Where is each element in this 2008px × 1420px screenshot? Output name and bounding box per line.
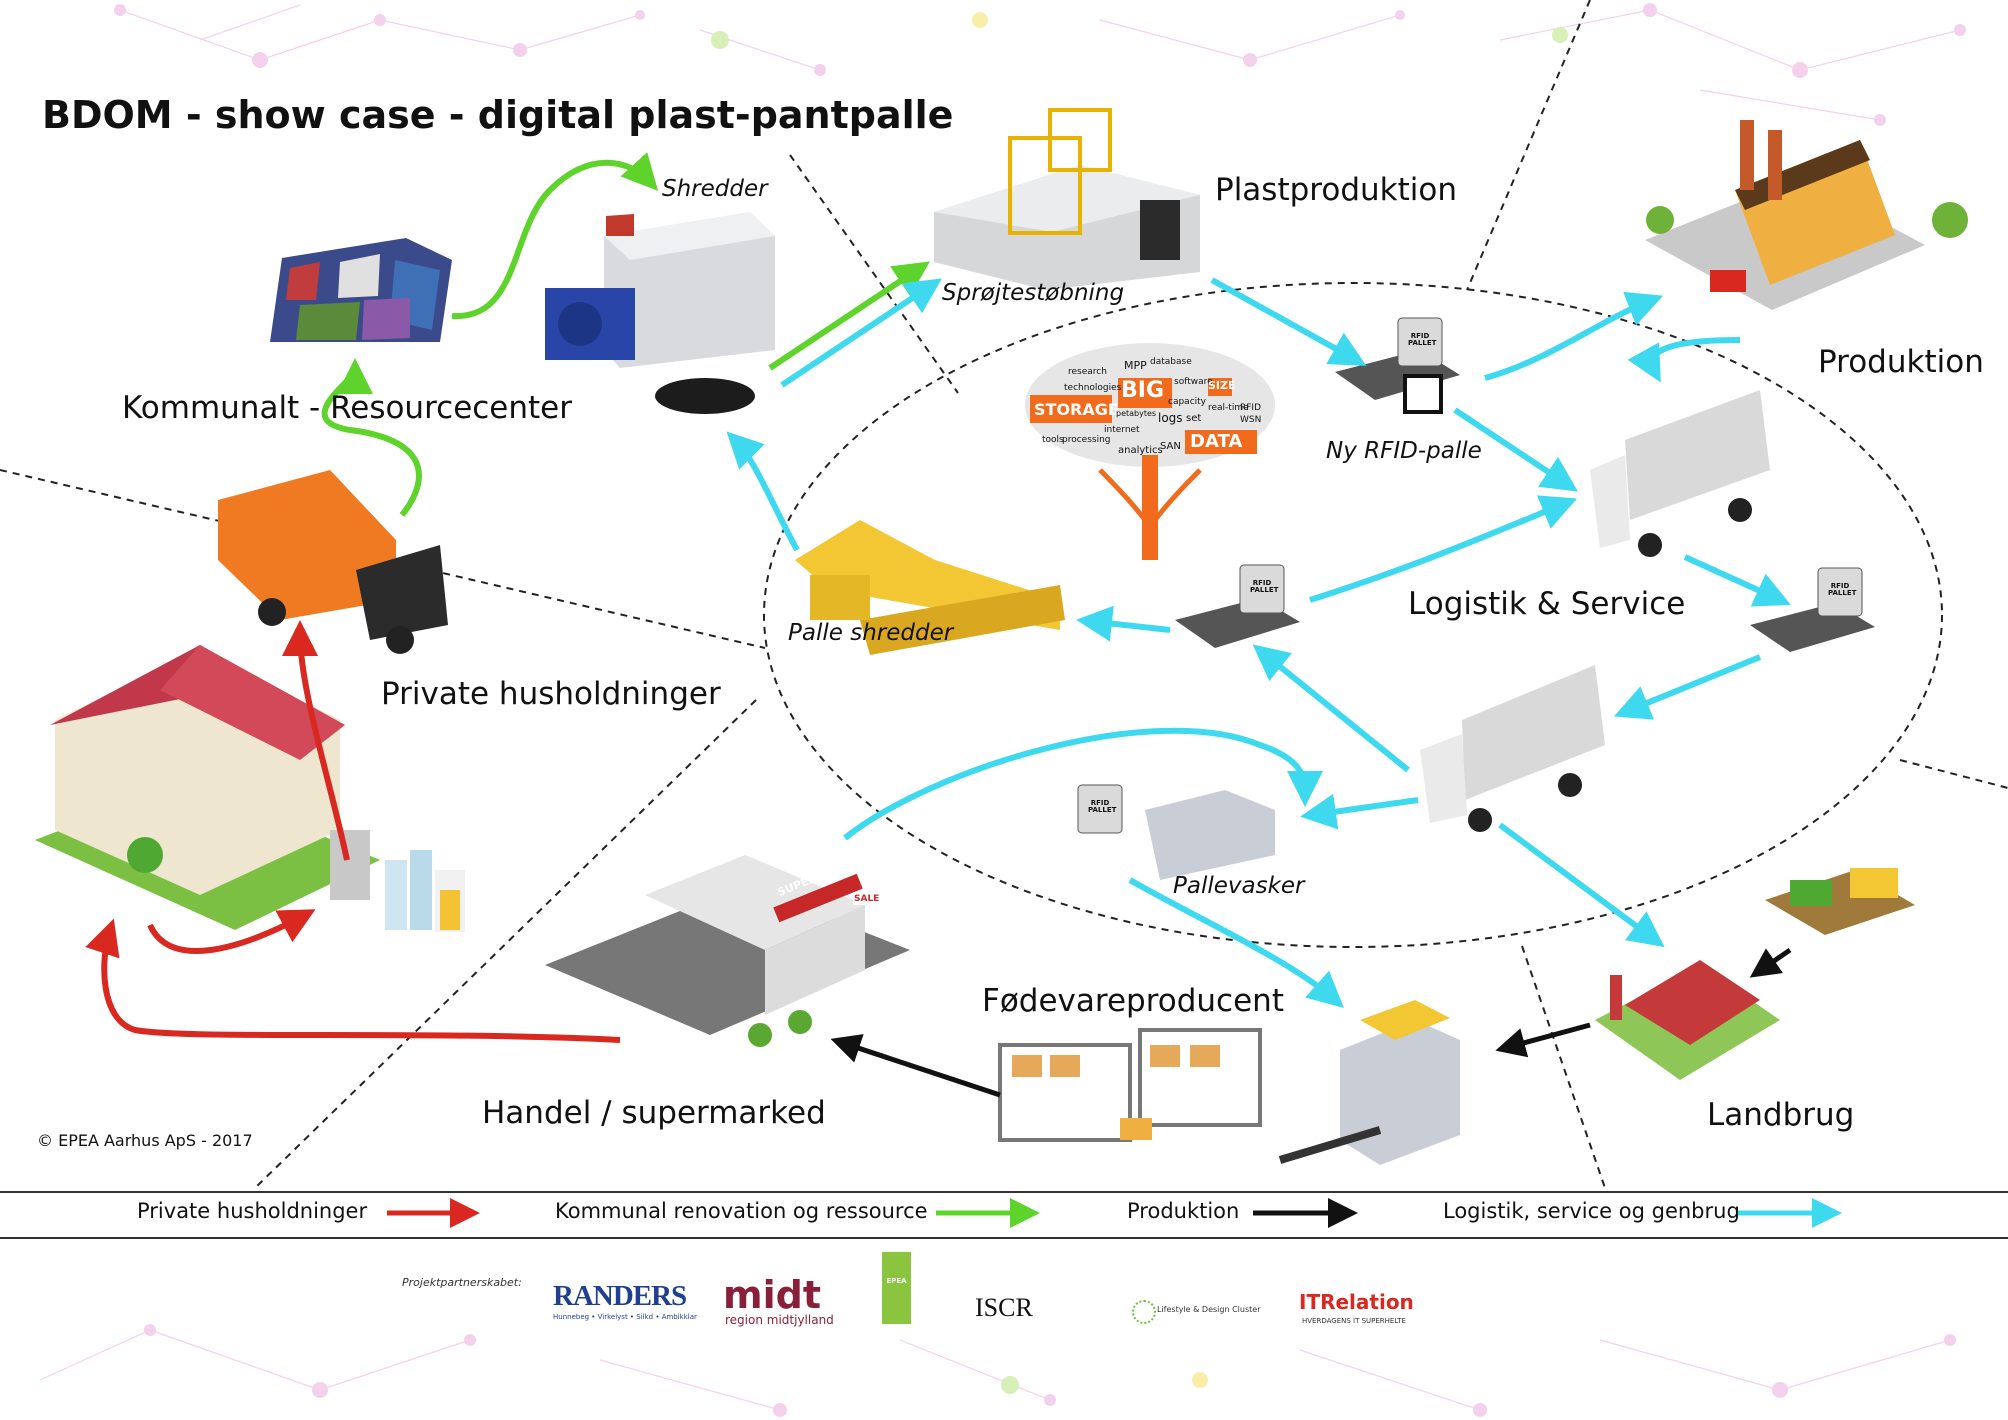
bigdata-word-storage: STORAGE bbox=[1034, 400, 1119, 419]
big-data-tree-icon bbox=[1025, 343, 1275, 560]
house-icon bbox=[35, 645, 380, 930]
rfid-pallet-icon-right bbox=[1750, 567, 1875, 652]
rfid-pallet-icon-top bbox=[1335, 317, 1460, 414]
lifestyle-cluster-logo: Lifestyle & Design Cluster bbox=[1157, 1305, 1261, 1314]
pallet-washer-icon bbox=[1077, 784, 1275, 880]
sale-sign: SALE bbox=[853, 894, 881, 905]
randers-logo: RANDERS bbox=[553, 1280, 687, 1312]
copyright-text: © EPEA Aarhus ApS - 2017 bbox=[37, 1131, 253, 1150]
label-pallevasker: Pallevasker bbox=[1173, 873, 1305, 899]
label-logistik-service: Logistik & Service bbox=[1408, 586, 1686, 622]
bigdata-word-tools: tools bbox=[1042, 435, 1064, 445]
shredder-machine-icon bbox=[545, 212, 775, 368]
bigdata-word-data: DATA bbox=[1190, 431, 1243, 452]
bigdata-word-database: database bbox=[1150, 357, 1192, 367]
factory-icon bbox=[1645, 120, 1968, 310]
lifestyle-cluster-logo-mark bbox=[1132, 1300, 1156, 1324]
warehouse-shelves-icon bbox=[998, 1028, 1262, 1142]
injection-molding-machine-icon bbox=[934, 108, 1200, 290]
midt-logo-subtitle: region midtjylland bbox=[725, 1313, 834, 1327]
page-title: BDOM - show case - digital plast-pantpal… bbox=[42, 93, 954, 137]
bigdata-word-san: SAN bbox=[1160, 441, 1181, 452]
bigdata-word-capacity: capacity bbox=[1168, 397, 1206, 407]
bigdata-word-size: SIZE bbox=[1208, 379, 1236, 392]
midt-logo: midt bbox=[723, 1273, 821, 1317]
epea-logo: EPEA bbox=[882, 1252, 911, 1324]
bigdata-word-research: research bbox=[1068, 367, 1107, 377]
randers-logo-subtitle: Hunnebeg • Virkelyst • Silkd • Ambikklar bbox=[553, 1313, 697, 1321]
bigdata-word-big: BIG bbox=[1121, 378, 1165, 403]
pallet-shredder-icon bbox=[795, 520, 1065, 655]
bigdata-word-real-time: real-time bbox=[1208, 403, 1249, 413]
label-sprojtestobning: Sprøjtestøbning bbox=[942, 280, 1125, 306]
legend-label-kommunal: Kommunal renovation og ressource bbox=[555, 1199, 928, 1223]
plastic-granulate-icon bbox=[655, 378, 755, 414]
bigdata-word-set: set bbox=[1186, 413, 1202, 424]
bigdata-word-logs: logs bbox=[1158, 411, 1183, 425]
bigdata-word-analytics: analytics bbox=[1118, 445, 1163, 456]
plastic-bottles-icon bbox=[385, 850, 465, 932]
supermarket-icon bbox=[545, 855, 910, 1047]
farm-barn-icon bbox=[1595, 960, 1780, 1080]
legend-label-produktion: Produktion bbox=[1127, 1199, 1240, 1223]
label-handel-supermarked: Handel / supermarked bbox=[482, 1095, 826, 1131]
bigdata-word-mpp: MPP bbox=[1124, 359, 1147, 372]
label-fodevareproducent: Fødevareproducent bbox=[982, 983, 1284, 1019]
bigdata-word-petabytes: petabytes bbox=[1116, 409, 1157, 418]
label-private-husholdninger: Private husholdninger bbox=[381, 676, 721, 712]
truck-icon-lower bbox=[1420, 665, 1605, 832]
label-palle-shredder: Palle shredder bbox=[788, 620, 954, 646]
label-shredder: Shredder bbox=[662, 176, 768, 202]
label-kommunalt-resourcecenter: Kommunalt - Resourcecenter bbox=[122, 390, 572, 426]
waste-bales-icon bbox=[270, 238, 452, 342]
legend-label-private: Private husholdninger bbox=[137, 1199, 368, 1223]
green-flow-arrows bbox=[321, 152, 930, 517]
black-flow-arrows bbox=[830, 947, 1792, 1098]
bigdata-word-rfid: RFID bbox=[1240, 403, 1262, 413]
garbage-truck-icon bbox=[218, 470, 448, 654]
itrelation-logo-subtitle: HVERDAGENS IT SUPERHELTE bbox=[1302, 1317, 1406, 1325]
itrelation-logo: ITRelation bbox=[1299, 1290, 1414, 1314]
bigdata-word-internet: internet bbox=[1104, 425, 1140, 435]
rfid-pallet-icon-left bbox=[1175, 564, 1300, 648]
combine-harvester-icon bbox=[1765, 868, 1915, 935]
bigdata-word-wsn: WSN bbox=[1240, 415, 1262, 425]
truck-icon-upper bbox=[1590, 390, 1770, 557]
label-landbrug: Landbrug bbox=[1707, 1097, 1855, 1133]
food-production-machine-icon bbox=[1278, 1000, 1460, 1165]
iscr-logo: ISCR bbox=[975, 1293, 1033, 1322]
bigdata-word-software: software bbox=[1174, 377, 1213, 387]
legend-label-logistik: Logistik, service og genbrug bbox=[1443, 1199, 1740, 1223]
label-ny-rfid-palle: Ny RFID-palle bbox=[1326, 438, 1482, 464]
bigdata-word-processing: processing bbox=[1062, 435, 1111, 445]
network-pattern-decoration bbox=[39, 3, 1966, 1417]
partners-label: Projektpartnerskabet: bbox=[402, 1276, 522, 1289]
cyan-flow-arrows bbox=[726, 277, 1791, 1008]
bigdata-word-technologies: technologies bbox=[1064, 383, 1122, 393]
label-plastproduktion: Plastproduktion bbox=[1215, 172, 1457, 208]
red-flow-arrows bbox=[85, 620, 621, 1043]
label-produktion: Produktion bbox=[1818, 344, 1984, 380]
